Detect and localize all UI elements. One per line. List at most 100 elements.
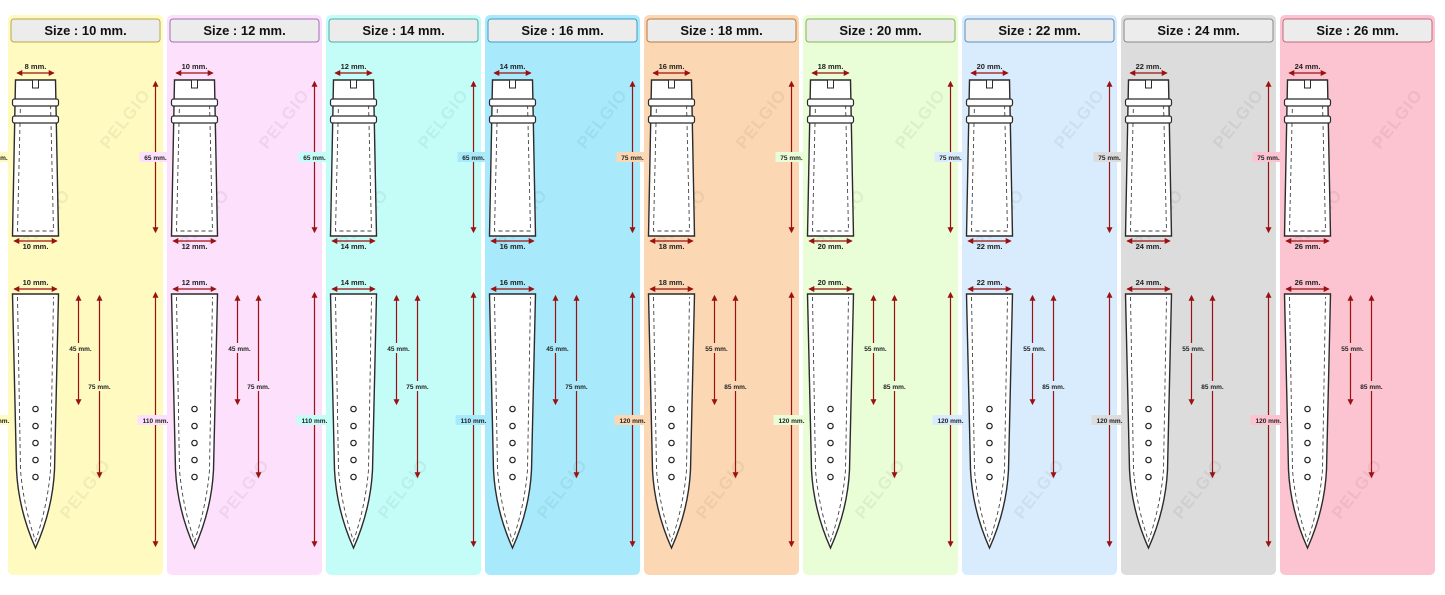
buckle-notch [350, 79, 357, 89]
first-hole-label: 55 mm. [1341, 346, 1364, 353]
tail-length-label: 120 mm. [1255, 418, 1281, 425]
size-header [487, 18, 638, 43]
top-strap-stitching [971, 101, 1008, 232]
top-length-label: 75 mm. [780, 155, 803, 162]
tail-strap-stitching [1130, 296, 1167, 543]
buckle-width-label: 12 mm. [341, 62, 367, 71]
strap-hole [1304, 473, 1311, 481]
size-header [1123, 18, 1274, 43]
strap-hole [509, 473, 516, 481]
tail-strap-stitching [653, 296, 690, 543]
first-hole-label: 45 mm. [387, 346, 410, 353]
strap-hole [1304, 456, 1311, 464]
tail-width-label: 12 mm. [182, 278, 208, 287]
label-backdrop [1041, 381, 1066, 391]
strap-hole [1304, 439, 1311, 447]
size-title: Size : 24 mm. [1157, 23, 1239, 38]
buckle-notch [509, 79, 516, 89]
strap-keeper [170, 98, 219, 107]
label-backdrop [932, 415, 969, 425]
top-length-label: 65 mm. [462, 155, 485, 162]
buckle-notch [1304, 79, 1311, 89]
tail-strap-outline [1283, 293, 1332, 550]
buckle-notch [986, 79, 993, 89]
last-hole-label: 75 mm. [406, 384, 429, 391]
last-hole-label: 85 mm. [883, 384, 906, 391]
label-backdrop [0, 152, 13, 162]
tail-width-label: 18 mm. [659, 278, 685, 287]
strap-hole [1304, 422, 1311, 430]
strap-hole [32, 405, 39, 413]
strap-keeper [1283, 115, 1332, 124]
top-length-label: 65 mm. [0, 155, 8, 162]
buckle-width-label: 22 mm. [1136, 62, 1162, 71]
label-backdrop [1359, 381, 1384, 391]
size-panel-6: PELGIOPELGIOPELGIOSize : 20 mm.18 mm.20 … [773, 15, 958, 575]
buckle-width-label: 18 mm. [818, 62, 844, 71]
last-hole-label: 75 mm. [565, 384, 588, 391]
strap-hole [986, 439, 993, 447]
last-hole-label: 75 mm. [88, 384, 111, 391]
strap-keeper [488, 98, 537, 107]
top-strap-stitching [335, 101, 372, 232]
label-backdrop [1020, 343, 1045, 353]
strap-keeper [1124, 98, 1173, 107]
strap-keeper [806, 98, 855, 107]
strap-hole [668, 422, 675, 430]
size-title: Size : 12 mm. [203, 23, 285, 38]
top-width-label: 16 mm. [500, 242, 526, 251]
tail-width-label: 22 mm. [977, 278, 1003, 287]
tail-strap-outline [170, 293, 219, 550]
top-length-label: 75 mm. [1098, 155, 1121, 162]
label-backdrop [1252, 152, 1285, 162]
last-hole-label: 85 mm. [1360, 384, 1383, 391]
tail-length-label: 110 mm. [302, 418, 328, 425]
tail-width-label: 26 mm. [1295, 278, 1321, 287]
strap-keeper [1124, 115, 1173, 124]
strap-hole [1145, 473, 1152, 481]
top-length-label: 75 mm. [939, 155, 962, 162]
label-backdrop [543, 343, 568, 353]
top-width-label: 14 mm. [341, 242, 367, 251]
strap-hole [986, 473, 993, 481]
strap-keeper [965, 98, 1014, 107]
strap-hole [1145, 456, 1152, 464]
label-backdrop [455, 415, 492, 425]
strap-hole [986, 422, 993, 430]
label-backdrop [1250, 415, 1287, 425]
first-hole-label: 55 mm. [864, 346, 887, 353]
top-strap-stitching [653, 101, 690, 232]
strap-hole [191, 456, 198, 464]
size-title: Size : 20 mm. [839, 23, 921, 38]
strap-hole [1145, 405, 1152, 413]
size-panel-3: PELGIOPELGIOPELGIOSize : 14 mm.12 mm.14 … [296, 15, 481, 575]
top-width-label: 24 mm. [1136, 242, 1162, 251]
tail-strap-stitching [335, 296, 372, 543]
strap-hole [668, 405, 675, 413]
top-strap-stitching [176, 101, 213, 232]
strap-hole [827, 439, 834, 447]
strap-hole [191, 422, 198, 430]
size-header [328, 18, 479, 43]
size-panel-1: PELGIOPELGIOPELGIOSize : 10 mm.8 mm.10 m… [0, 15, 163, 575]
label-backdrop [1091, 415, 1128, 425]
label-backdrop [882, 381, 907, 391]
buckle-width-label: 10 mm. [182, 62, 208, 71]
strap-hole [350, 439, 357, 447]
strap-hole [32, 456, 39, 464]
first-hole-label: 55 mm. [705, 346, 728, 353]
buckle-width-label: 14 mm. [500, 62, 526, 71]
buckle-notch [32, 79, 39, 89]
buckle-width-label: 24 mm. [1295, 62, 1321, 71]
size-header [646, 18, 797, 43]
size-panel-4: PELGIOPELGIOPELGIOSize : 16 mm.14 mm.16 … [455, 15, 640, 575]
strap-hole [32, 439, 39, 447]
label-backdrop [246, 381, 271, 391]
strap-keeper [11, 115, 60, 124]
size-header [964, 18, 1115, 43]
label-backdrop [384, 343, 409, 353]
tail-strap-stitching [176, 296, 213, 543]
tail-strap-stitching [971, 296, 1008, 543]
